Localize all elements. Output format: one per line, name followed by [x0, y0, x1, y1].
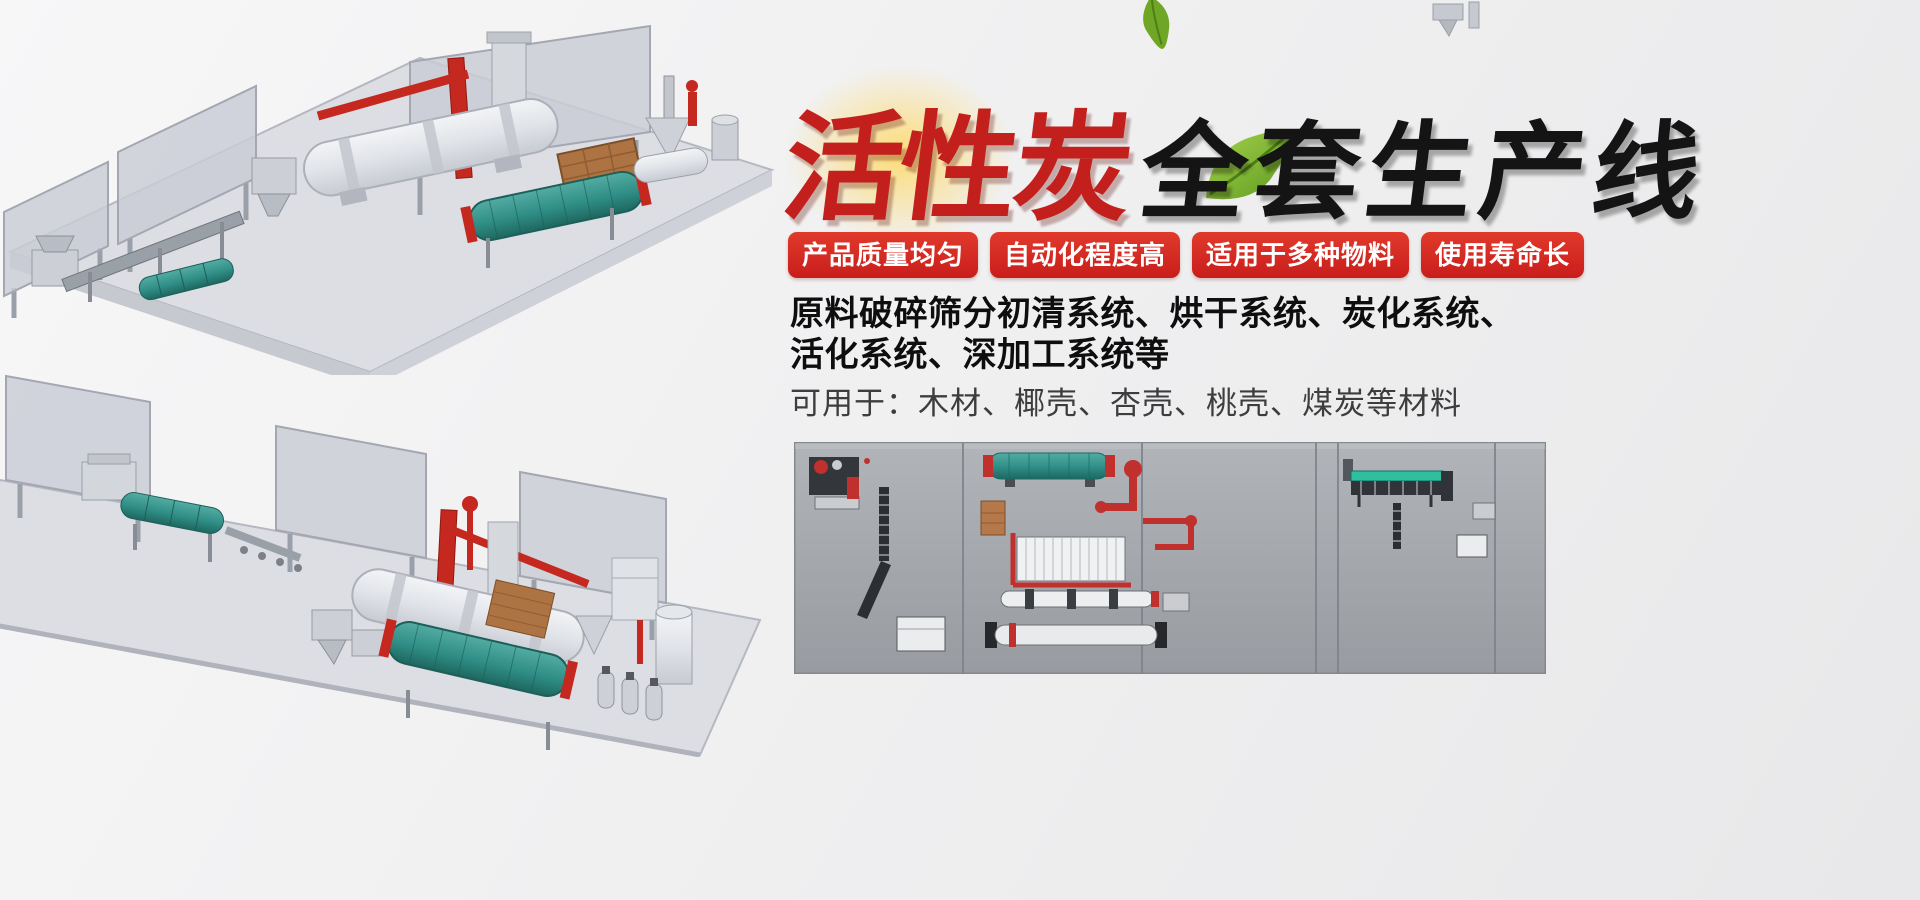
systems-description-line2: 活化系统、深加工系统等: [790, 336, 1170, 374]
title-highlight: 活性炭: [776, 103, 1138, 235]
badge-materials: 适用于多种物料: [1192, 232, 1410, 278]
badge-automation: 自动化程度高: [990, 232, 1181, 278]
systems-description-line1: 原料破碎筛分初清系统、烘干系统、炭化系统、: [790, 295, 1515, 333]
production-line-render-bottom: [0, 374, 762, 757]
banner-title: 活性炭全套生产线: [776, 72, 1719, 243]
leaf-icon: [1143, 0, 1170, 49]
corner-equipment-fragment: [1432, 1, 1480, 38]
badge-lifespan: 使用寿命长: [1421, 232, 1585, 278]
plant-layout-panel: [794, 442, 1546, 674]
materials-note: 可用于：木材、椰壳、杏壳、桃壳、煤炭等材料: [790, 386, 1462, 421]
badge-quality: 产品质量均匀: [788, 232, 979, 278]
production-line-render-top: [3, 24, 775, 375]
leaf-icon: [1206, 129, 1293, 200]
plant-layout-diagram: [794, 442, 1546, 674]
title-rest: 全套生产线: [1133, 114, 1714, 232]
systems-description: 原料破碎筛分初清系统、烘干系统、炭化系统、 活化系统、深加工系统等: [790, 294, 1515, 376]
banner-content: 活性炭全套生产线 产品质量均匀 自动化程度高 适用于多种物料 使用寿命长 原料破…: [740, 0, 1920, 900]
feature-badges: 产品质量均匀 自动化程度高 适用于多种物料 使用寿命长: [788, 232, 1585, 278]
